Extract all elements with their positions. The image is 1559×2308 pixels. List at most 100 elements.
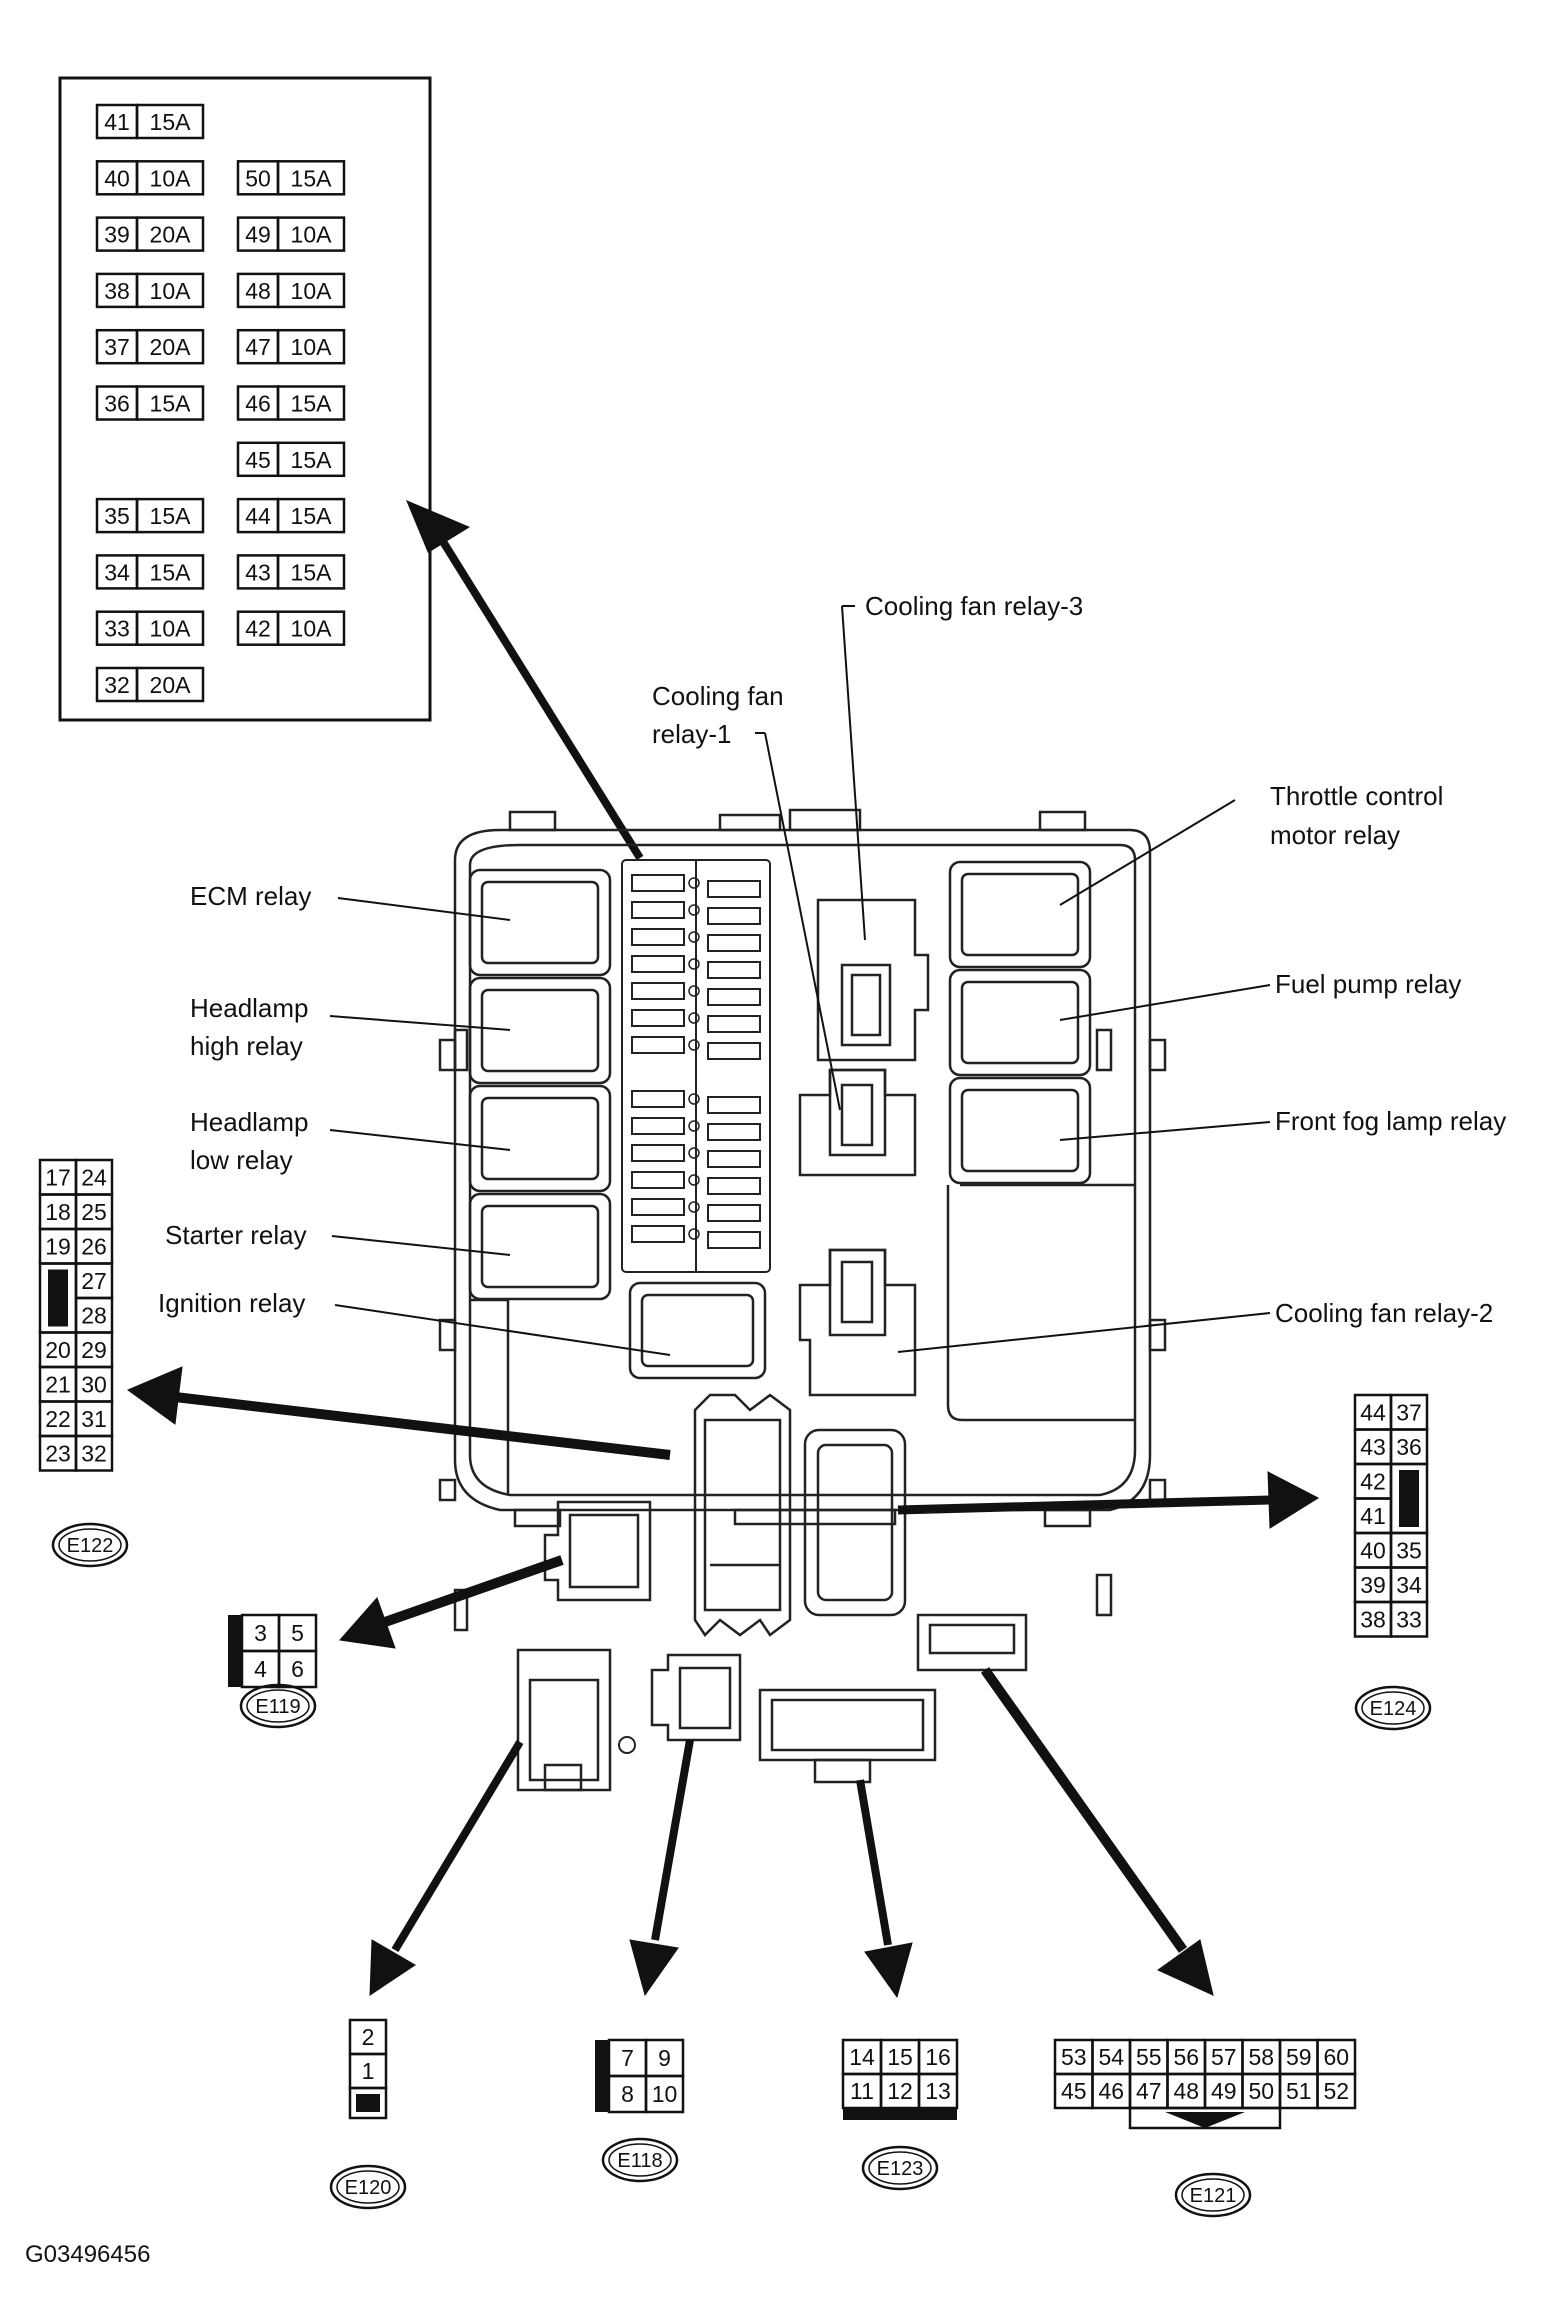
e121-pin-54: 54	[1091, 2038, 1132, 2076]
relay-front-fog-lamp	[948, 1076, 1092, 1185]
e123-pin-13-label: 13	[925, 2078, 951, 2104]
fuse-blade	[631, 1036, 685, 1054]
fuse-contact	[688, 1201, 700, 1213]
e121-pin-51: 51	[1278, 2072, 1319, 2110]
fuse-amperage: 15A	[291, 447, 333, 473]
fuse-contact	[688, 931, 700, 943]
e121-pin-47: 47	[1128, 2072, 1169, 2110]
e122-pin-21-label: 21	[45, 1371, 71, 1397]
e122-pin-25-label: 25	[81, 1199, 107, 1225]
relay-headlamp-low	[468, 1084, 612, 1193]
fuse-number: 46	[245, 391, 271, 417]
badge-e119: E119	[239, 1683, 317, 1729]
e122-pin-24-label: 24	[81, 1164, 107, 1190]
e124-pin-41-label: 41	[1360, 1503, 1386, 1529]
e120-key-slot	[348, 2086, 388, 2120]
e119-pin-3-label: 3	[254, 1620, 267, 1646]
fuse-number: 49	[245, 222, 271, 248]
fuse-blade	[631, 901, 685, 919]
e121-pin-46: 46	[1091, 2072, 1132, 2110]
relay-headlamp-high	[468, 976, 612, 1085]
label-front-fog-lamp-relay: Front fog lamp relay	[1275, 1106, 1506, 1136]
e124-pin-35: 35	[1389, 1531, 1429, 1569]
fuse-blade	[631, 1225, 685, 1243]
code-e121: E121	[1190, 2185, 1237, 2207]
fuse-amperage: 15A	[150, 391, 192, 417]
fuse-amperage: 10A	[150, 616, 192, 642]
e122-pin-32-label: 32	[81, 1440, 107, 1466]
e119-pin-6-label: 6	[291, 1656, 304, 1682]
fuse-blade	[631, 1117, 685, 1135]
e124-pin-40-label: 40	[1360, 1537, 1386, 1563]
fuse-amperage: 15A	[291, 503, 333, 529]
e121-pin-49-label: 49	[1211, 2078, 1237, 2104]
e120-pin-1-label: 1	[362, 2058, 375, 2084]
e121-pin-56-label: 56	[1173, 2044, 1199, 2070]
fuse-number: 42	[245, 616, 271, 642]
relay-ecm	[468, 868, 612, 977]
fuse-blade	[707, 1042, 761, 1060]
label-cooling-fan-relay-1-l2: relay-1	[652, 719, 731, 749]
e118-pin-8: 8	[607, 2074, 648, 2114]
connector-arrows	[126, 1366, 1320, 1999]
e123-key-bar	[843, 2108, 957, 2120]
fuse-blade	[707, 1231, 761, 1249]
fuse-amperage: 15A	[291, 559, 333, 585]
e120-pin-2-label: 2	[362, 2024, 375, 2050]
e124-pin-39-label: 39	[1360, 1572, 1386, 1598]
e120-pin-2: 2	[348, 2018, 388, 2056]
badge-e118: E118	[601, 2137, 679, 2183]
fuse-amperage: 15A	[291, 391, 333, 417]
e121-pin-54-label: 54	[1098, 2044, 1124, 2070]
housing-e121	[916, 1613, 1028, 1672]
e122-pin-18: 18	[38, 1193, 78, 1231]
e122-pin-17-label: 17	[45, 1164, 71, 1190]
e122-pin-30: 30	[74, 1365, 114, 1403]
fuse-46: 46 15A	[236, 385, 346, 421]
e124-pin-38-label: 38	[1360, 1606, 1386, 1632]
fuse-number: 35	[104, 503, 130, 529]
fuse-blade	[631, 955, 685, 973]
fuse-amperage: 15A	[291, 165, 333, 191]
e121-pin-46-label: 46	[1098, 2078, 1124, 2104]
fuse-number: 45	[245, 447, 271, 473]
fuse-blade	[707, 934, 761, 952]
fuse-blade	[707, 1015, 761, 1033]
badge-e120: E120	[329, 2164, 407, 2210]
e122-pin-22: 22	[38, 1400, 78, 1438]
fuse-amperage: 20A	[150, 334, 192, 360]
label-headlamp-high-l2: high relay	[190, 1031, 303, 1061]
e121-pin-55-label: 55	[1136, 2044, 1162, 2070]
label-throttle-l1: Throttle control	[1270, 781, 1443, 811]
fuse-blade	[707, 1123, 761, 1141]
badge-e123: E123	[861, 2145, 939, 2191]
relay-fuel-pump	[948, 968, 1092, 1077]
code-e120: E120	[345, 2177, 392, 2199]
fuse-35: 35 15A	[95, 497, 205, 534]
fuse-panel-frame	[58, 76, 432, 722]
label-throttle-l2: motor relay	[1270, 820, 1400, 850]
e124-pin-36: 36	[1389, 1428, 1429, 1466]
e124-pin-33-label: 33	[1396, 1606, 1422, 1632]
fuse-amperage: 15A	[150, 559, 192, 585]
e121-pin-50: 50	[1241, 2072, 1282, 2110]
e122-pin-23: 23	[38, 1434, 78, 1472]
e122-pin-30-label: 30	[81, 1371, 107, 1397]
fuse-blade	[707, 1096, 761, 1114]
fuse-blade	[707, 961, 761, 979]
fuse-amperage: 15A	[150, 503, 192, 529]
fuse-contact	[688, 877, 700, 889]
e122-pin-19-label: 19	[45, 1233, 71, 1259]
e124-pin-42-label: 42	[1360, 1468, 1386, 1494]
fuse-amperage: 20A	[150, 672, 192, 698]
